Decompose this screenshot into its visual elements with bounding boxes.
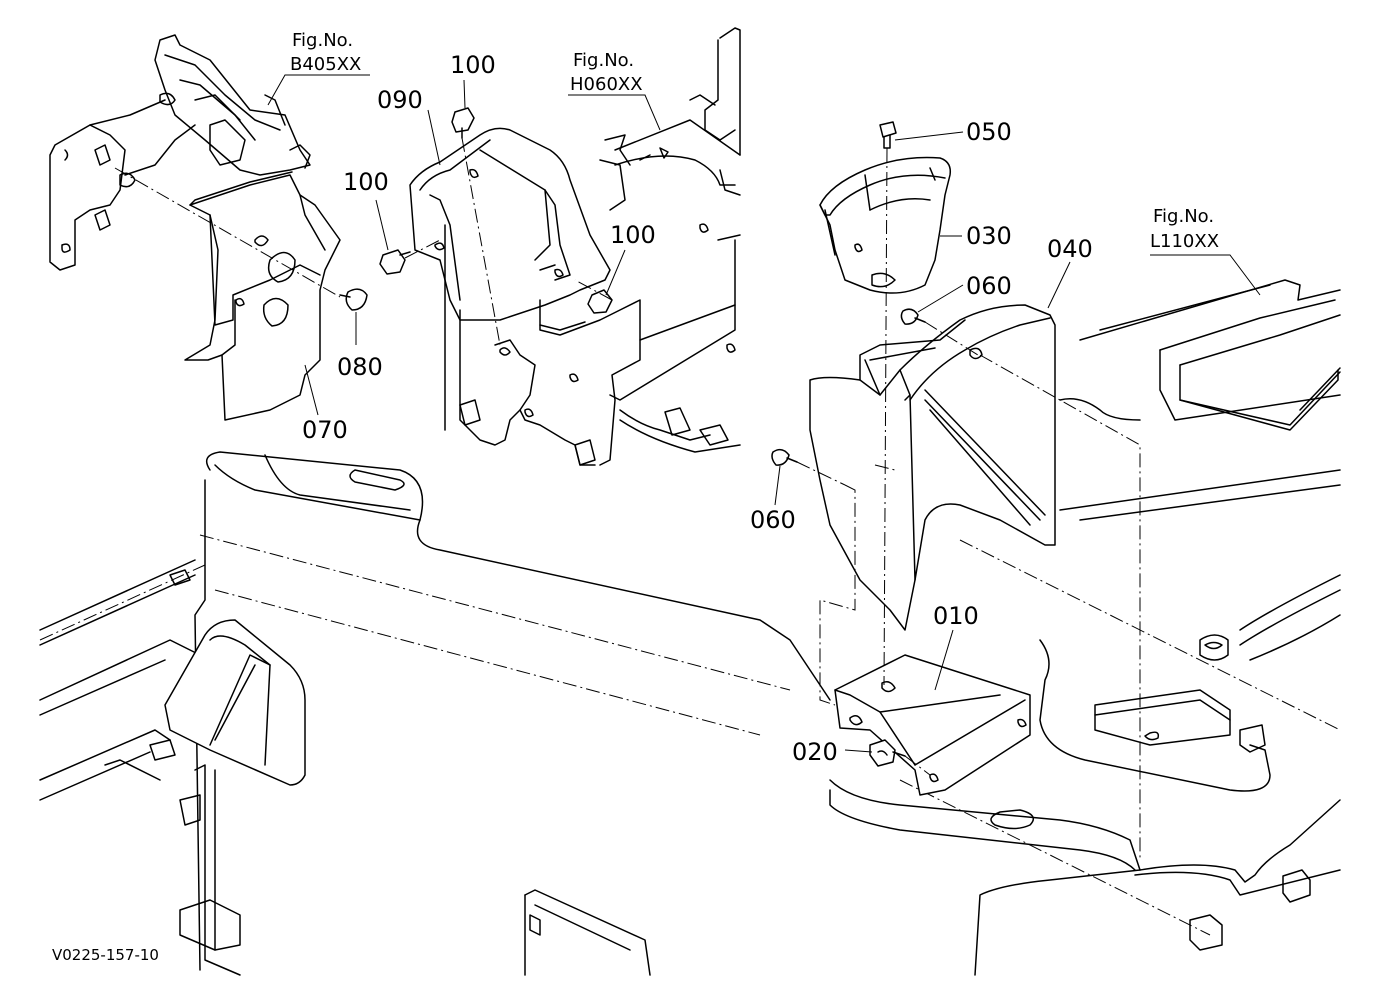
label-part-030: 030 — [966, 222, 1012, 250]
fig-ref-h060-line2: H060XX — [570, 74, 643, 95]
middle-frame-h060 — [599, 27, 741, 453]
figure-ref-h060: Fig.No. H060XX — [570, 50, 643, 95]
label-part-070: 070 — [302, 416, 348, 444]
label-part-080: 080 — [337, 353, 383, 381]
fig-ref-l110-line2: L110XX — [1150, 231, 1219, 252]
label-part-040: 040 — [1047, 235, 1093, 263]
label-part-100-right: 100 — [610, 221, 656, 249]
fig-ref-h060-line1: Fig.No. — [573, 50, 634, 71]
label-part-100-top: 100 — [450, 51, 496, 79]
right-frame-l110 — [1059, 279, 1341, 431]
assembly-guide-lines — [114, 137, 1141, 860]
fastener-020-bolt — [869, 739, 906, 767]
fig-ref-l110-line1: Fig.No. — [1153, 206, 1214, 227]
fastener-060-bolt-lower — [771, 448, 798, 466]
left-front-duct — [104, 619, 306, 976]
bracket-below-090 — [444, 224, 641, 466]
figure-ref-l110: Fig.No. L110XX — [1150, 206, 1219, 252]
fig-ref-b405-line1: Fig.No. — [292, 30, 353, 51]
drawing-code: V0225-157-10 — [52, 946, 159, 964]
machine-body-outline — [39, 451, 1341, 976]
part-010-bracket — [834, 654, 1031, 796]
part-070-cover — [184, 171, 341, 421]
fastener-050-bolt — [879, 121, 897, 149]
part-090-cover — [409, 127, 611, 321]
fig-ref-b405-line2: B405XX — [290, 54, 361, 75]
label-part-090: 090 — [377, 86, 423, 114]
fastener-100-nut-right — [587, 289, 613, 314]
bracket-b405 — [49, 34, 311, 271]
part-030-funnel — [819, 156, 952, 294]
fastener-100-nut-top — [451, 107, 475, 139]
label-part-020: 020 — [792, 738, 838, 766]
label-part-060-lower: 060 — [750, 506, 796, 534]
leader-lines — [267, 74, 1261, 753]
part-040-duct — [809, 304, 1056, 631]
label-part-100-left: 100 — [343, 168, 389, 196]
label-part-060-upper: 060 — [966, 272, 1012, 300]
fastener-060-bolt-upper — [900, 308, 926, 325]
fastener-080-bolt — [339, 288, 368, 311]
label-part-050: 050 — [966, 118, 1012, 146]
label-part-010: 010 — [933, 602, 979, 630]
fastener-100-nut-left — [379, 249, 411, 275]
figure-ref-b405: Fig.No. B405XX — [290, 30, 361, 75]
